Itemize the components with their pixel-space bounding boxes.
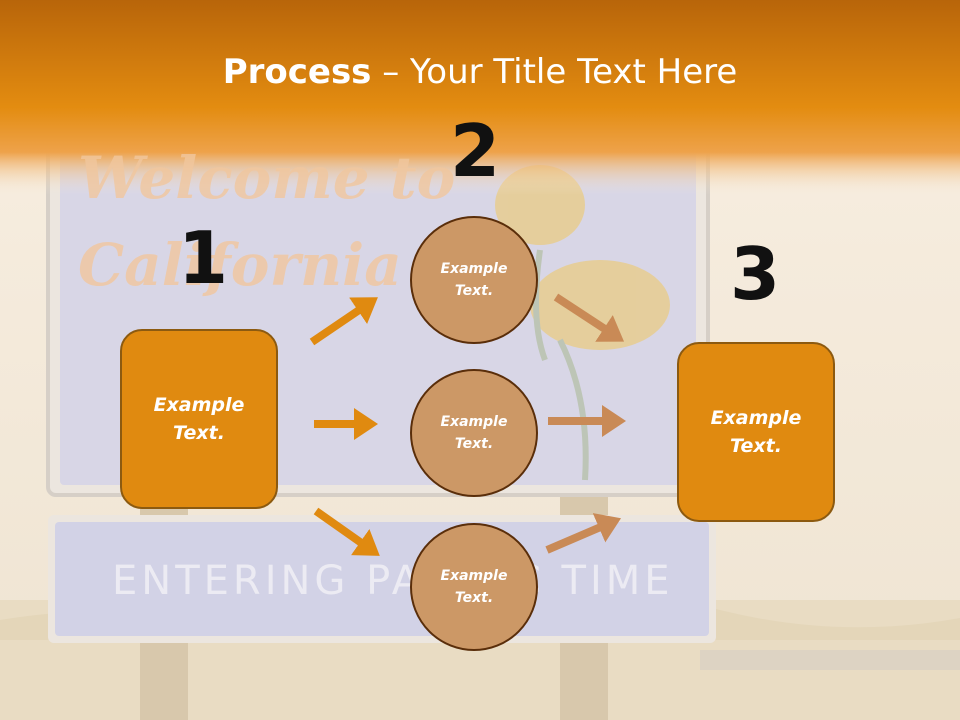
sign-line-1: Welcome to	[78, 144, 456, 212]
arrow-1-to-bottom	[313, 507, 380, 556]
step-number-3: 3	[730, 232, 781, 316]
step-box-3: Example Text.	[677, 342, 835, 522]
sign-line-2: California	[78, 231, 402, 299]
sign-script-text: Welcome to California	[78, 135, 455, 309]
step-box-1-label: Example Text.	[153, 393, 245, 445]
arrow-bottom-to-3	[545, 513, 622, 554]
step-circle-bottom-label: Example Text.	[440, 567, 508, 606]
step-circle-bottom: Example Text.	[410, 523, 538, 651]
step-circle-middle-label: Example Text.	[440, 413, 508, 452]
step-circle-top: Example Text.	[410, 216, 538, 344]
slide-title-bold: Process	[222, 52, 372, 92]
step-box-3-label: Example Text.	[710, 406, 802, 458]
step-number-1: 1	[178, 216, 229, 300]
sign-lower-text: ENTERING PACIFIC TIME	[112, 558, 674, 604]
arrow-1-to-top	[309, 297, 378, 346]
slide-title: Process – Your Title Text Here	[0, 52, 960, 92]
arrow-top-to-3	[553, 293, 625, 342]
step-number-2: 2	[450, 109, 501, 193]
step-box-1: Example Text.	[120, 329, 278, 509]
step-circle-top-label: Example Text.	[440, 260, 508, 299]
step-circle-middle: Example Text.	[410, 369, 538, 497]
slide-title-rest: – Your Title Text Here	[371, 52, 738, 92]
